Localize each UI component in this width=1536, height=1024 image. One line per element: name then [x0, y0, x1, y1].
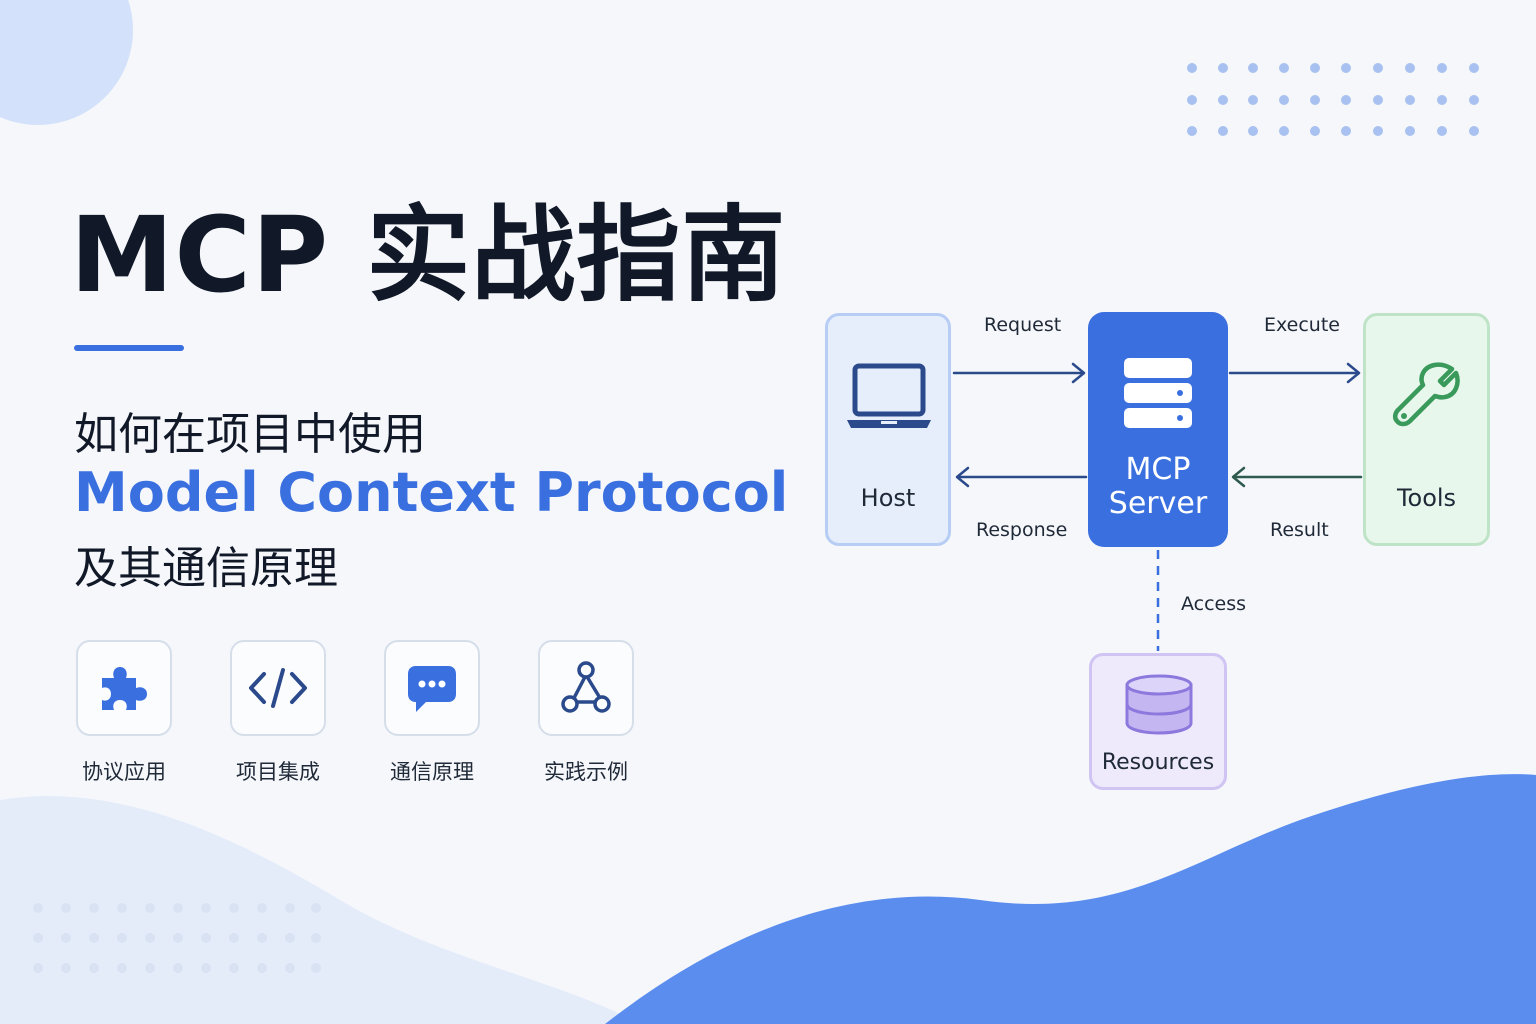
- feature-icon-box: [76, 640, 172, 736]
- resources-label: Resources: [1101, 750, 1215, 775]
- feature-icon-box: [384, 640, 480, 736]
- response-label: Response: [976, 519, 1068, 541]
- server-label-line-2: Server: [1108, 486, 1208, 521]
- feature-icon-box: [538, 640, 634, 736]
- result-label: Result: [1270, 519, 1329, 541]
- request-arrow: [952, 362, 1086, 384]
- resources-node: Resources: [1089, 653, 1227, 790]
- feature-project-integration: 项目集成: [230, 640, 326, 786]
- network-icon: [561, 661, 611, 713]
- corner-circle: [0, 0, 133, 125]
- subtitle-line-3: 及其通信原理: [74, 543, 338, 594]
- execute-label: Execute: [1264, 314, 1340, 336]
- access-label: Access: [1181, 593, 1247, 615]
- host-node: Host: [825, 313, 951, 546]
- feature-communication-principle: 通信原理: [384, 640, 480, 786]
- feature-label: 项目集成: [236, 760, 320, 784]
- result-arrow: [1231, 466, 1363, 488]
- bottom-right-wave: [605, 774, 1536, 1024]
- server-icon: [1124, 358, 1192, 428]
- server-label-line-1: MCP: [1125, 452, 1191, 487]
- feature-label: 协议应用: [82, 760, 166, 784]
- host-label: Host: [860, 484, 916, 512]
- feature-icon-box: [230, 640, 326, 736]
- dot-grid-top-right: [1187, 63, 1479, 136]
- wrench-icon: [1392, 362, 1460, 427]
- response-arrow: [955, 466, 1088, 488]
- puzzle-icon: [102, 667, 147, 710]
- tools-label: Tools: [1396, 484, 1457, 512]
- execute-arrow: [1228, 362, 1361, 384]
- laptop-icon: [847, 363, 931, 428]
- title-underline: [74, 345, 184, 351]
- dot-grid-bottom-left: [33, 903, 321, 973]
- feature-protocol-application: 协议应用: [76, 640, 172, 786]
- mcp-server-node: MCP Server: [1088, 312, 1228, 547]
- page-title: MCP 实战指南: [70, 194, 787, 316]
- database-icon: [1125, 674, 1193, 735]
- tools-node: Tools: [1363, 313, 1490, 546]
- subtitle-line-1: 如何在项目中使用: [74, 409, 426, 460]
- chat-bubble-icon: [408, 666, 456, 712]
- feature-label: 通信原理: [390, 760, 474, 784]
- feature-practical-examples: 实践示例: [538, 640, 634, 786]
- subtitle-line-2: Model Context Protocol: [74, 461, 789, 524]
- feature-label: 实践示例: [544, 760, 628, 784]
- request-label: Request: [984, 314, 1062, 336]
- code-icon: [249, 668, 307, 708]
